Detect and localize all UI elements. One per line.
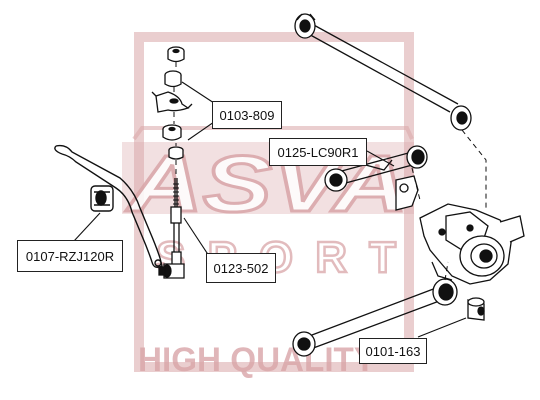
part-label-text: 0107-RZJ120R	[25, 248, 115, 264]
part-label-text: 0123-502	[213, 260, 269, 276]
stabilizer-link	[158, 178, 185, 279]
lateral-rod	[324, 145, 428, 192]
watermark-sub: SPORT	[156, 233, 396, 282]
stabilizer-bar	[54, 144, 163, 269]
upper-control-arm	[294, 13, 472, 131]
upper-arm-bushing-right	[450, 105, 472, 131]
part-label-0103-809: 0103-809	[212, 101, 282, 129]
bushing-third	[162, 124, 182, 141]
leader-lines	[73, 81, 467, 338]
bushing-top	[167, 46, 185, 63]
assembly-guides	[173, 62, 487, 281]
loose-bushing	[467, 297, 485, 321]
part-label-0101-163: 0101-163	[359, 338, 427, 364]
lateral-rod-bushing-right	[406, 145, 428, 169]
knuckle-assembly	[395, 175, 525, 285]
part-label-text: 0101-163	[365, 343, 421, 359]
part-label-text: 0103-809	[219, 107, 275, 123]
lower-arm-bushing-right	[432, 278, 458, 306]
part-label-0123-502: 0123-502	[206, 253, 276, 283]
bracket-plate	[151, 91, 193, 113]
lateral-rod-bushing-left	[324, 168, 348, 192]
stabilizer-bushing	[90, 185, 114, 212]
lower-arm-bushing-left	[292, 331, 316, 357]
lower-control-arm	[292, 278, 458, 357]
bushing-stack	[151, 46, 193, 160]
watermark-tagline: HIGH QUALITY	[138, 341, 376, 379]
part-label-text: 0125-LC90R1	[277, 144, 359, 160]
part-label-0107-rzj120r: 0107-RZJ120R	[17, 240, 123, 272]
bushing-fourth	[168, 146, 184, 160]
bushing-second	[164, 70, 182, 88]
part-label-0125-lc90r1: 0125-LC90R1	[269, 138, 367, 166]
upper-arm-bushing-left	[294, 13, 316, 39]
